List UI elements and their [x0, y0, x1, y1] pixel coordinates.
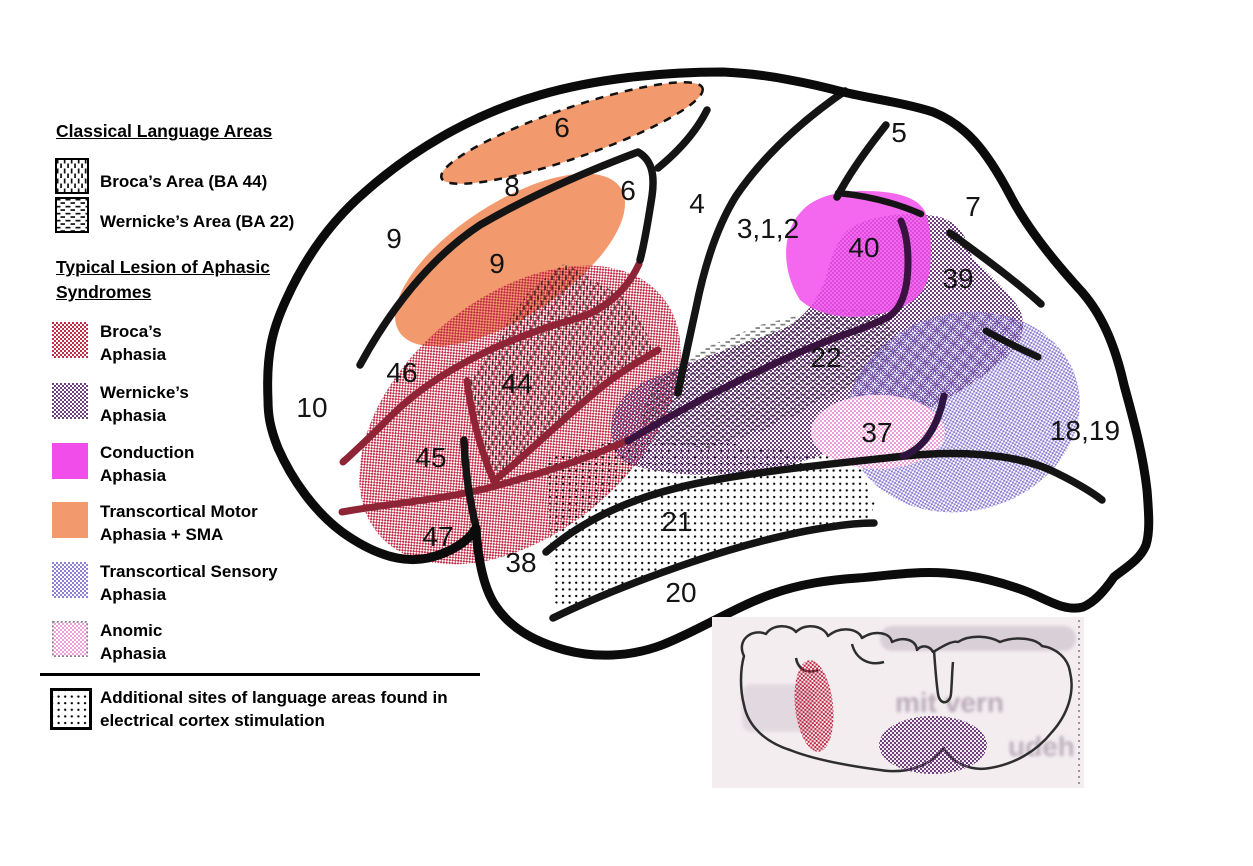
sulcus-line	[542, 449, 1106, 556]
brain-area-label-22: 22	[810, 342, 841, 373]
sulcus-line	[491, 346, 662, 484]
sulcus-line	[946, 229, 1045, 308]
inset-broca-lesion	[794, 660, 834, 752]
inset-faint-textblock	[880, 626, 1076, 651]
brain-area-label-46: 46	[386, 357, 417, 388]
brain-area-label-39: 39	[942, 263, 973, 294]
sulcus-line	[549, 519, 878, 622]
inset-sulcus-mark	[850, 643, 885, 665]
inset-faint-text: udeh	[1008, 731, 1075, 762]
brain-area-label-5: 5	[891, 117, 907, 148]
region-sma-transcortical-motor	[440, 80, 704, 186]
brain-area-label-8: 8	[504, 171, 520, 202]
brain-area-label-38: 38	[505, 547, 536, 578]
brain-area-label-47: 47	[422, 521, 453, 552]
sulcus-line	[356, 148, 657, 369]
sulcus-line	[339, 260, 643, 466]
brain-area-label-9: 9	[386, 223, 402, 254]
brain-area-label-7: 7	[965, 191, 981, 222]
region-ba44-texture	[468, 263, 655, 480]
sulcus-line	[833, 121, 890, 201]
axial-slice-inset: mit vern udeh	[712, 617, 1084, 788]
region-area9-transcortical-motor	[395, 173, 625, 347]
brain-outline	[263, 67, 1154, 660]
sulci-lines	[338, 87, 1106, 622]
brain-area-label-20: 20	[665, 577, 696, 608]
inset-ventricle-line	[932, 649, 955, 704]
sulcus-line	[834, 189, 925, 218]
inset-wernicke-lesion	[879, 716, 987, 774]
brain-area-label-4: 4	[689, 188, 705, 219]
brain-area-label-37: 37	[861, 417, 892, 448]
sulcus-line	[899, 392, 948, 460]
brain-area-label-40: 40	[848, 232, 879, 263]
brain-area-label-6: 6	[620, 175, 636, 206]
inset-slice-outline	[739, 624, 1073, 773]
region-conduction-aphasia	[786, 191, 931, 317]
sulcus-line	[460, 436, 480, 531]
brain-area-label-18-19: 18,19	[1050, 415, 1120, 446]
brodmann-labels: 6 8 6 9 9 4 3,1,2 5 7 40 39 46 44 10 45 …	[296, 112, 1120, 608]
brain-area-label-9b: 9	[489, 248, 505, 279]
brain-area-label-45: 45	[415, 442, 446, 473]
sulcus-line	[338, 435, 634, 516]
brain-area-label-6-sma: 6	[554, 112, 570, 143]
sulcus-line	[624, 217, 912, 445]
sulcus-line	[463, 377, 498, 485]
sulcus-line	[654, 106, 711, 172]
region-electrical-stimulation-sites	[548, 437, 875, 610]
inset-faint-text: mit vern	[895, 687, 1004, 718]
brain-area-label-3-1-2: 3,1,2	[737, 213, 799, 244]
sulcus-line	[982, 327, 1042, 361]
sulcus-line	[674, 87, 849, 397]
brain-area-label-21: 21	[661, 506, 692, 537]
brain-area-label-10: 10	[296, 392, 327, 423]
brain-area-label-44: 44	[501, 368, 532, 399]
